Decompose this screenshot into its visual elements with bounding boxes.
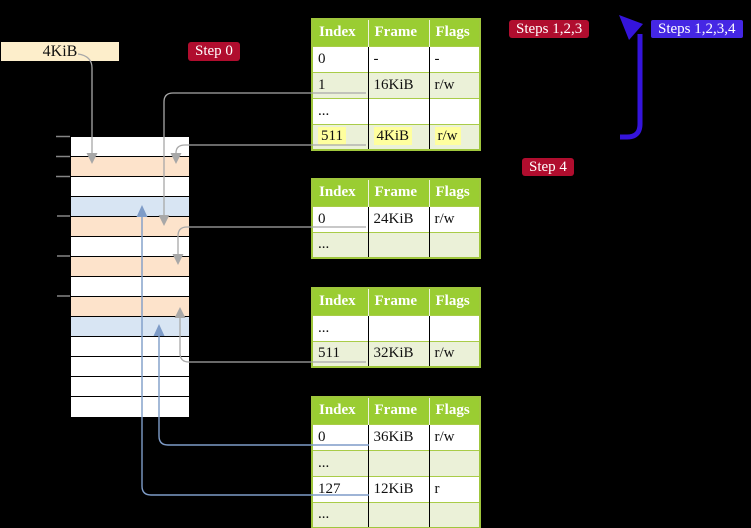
- memory-frame-peach: [71, 157, 189, 177]
- table-row-ellipsis: ...: [312, 501, 480, 528]
- table-header-row: Index Frame Flags: [312, 179, 480, 206]
- table-row: 511 32KiB r/w: [312, 340, 480, 367]
- table-row: 1 16KiB r/w: [312, 71, 480, 98]
- column-header-index: Index: [312, 288, 368, 315]
- steps123-badge: Steps 1,2,3: [509, 20, 590, 38]
- cell-index: ...: [312, 97, 369, 124]
- cell-flags: [428, 449, 480, 476]
- column-header-index: Index: [312, 179, 368, 206]
- cell-frame: -: [367, 45, 430, 72]
- column-header-frame: Frame: [367, 19, 429, 46]
- tick-marks: [56, 135, 70, 297]
- cell-flags: -: [428, 45, 480, 72]
- cell-frame: [367, 314, 430, 341]
- column-header-flags: Flags: [428, 179, 480, 206]
- column-header-index: Index: [312, 397, 368, 424]
- column-header-flags: Flags: [428, 19, 480, 46]
- physical-memory-stack: [70, 136, 190, 417]
- memory-frame-white: [71, 137, 189, 157]
- cell-frame: [367, 97, 430, 124]
- table-row: 127 12KiB r: [312, 475, 480, 502]
- memory-frame-blue: [71, 197, 189, 217]
- cell-flags: r/w: [428, 205, 480, 232]
- cell-index: 0: [312, 205, 369, 232]
- table-row: 0 36KiB r/w: [312, 423, 480, 450]
- cell-flags: [428, 314, 480, 341]
- column-header-index: Index: [312, 19, 368, 46]
- step0-badge: Step 0: [188, 42, 240, 61]
- cell-frame: 36KiB: [367, 423, 430, 450]
- cell-frame: 12KiB: [367, 475, 430, 502]
- cell-index: 127: [312, 475, 369, 502]
- cell-index: ...: [312, 231, 369, 258]
- table-header-row: Index Frame Flags: [312, 19, 480, 46]
- memory-frame-white: [71, 337, 189, 357]
- cell-flags: [428, 501, 480, 528]
- memory-frame-peach: [71, 217, 189, 237]
- column-header-frame: Frame: [367, 397, 429, 424]
- cell-index: ...: [312, 501, 369, 528]
- cell-flags: r/w: [428, 423, 480, 450]
- cell-index: ...: [312, 449, 369, 476]
- column-header-frame: Frame: [367, 179, 429, 206]
- column-header-flags: Flags: [428, 288, 480, 315]
- table-header-row: Index Frame Flags: [312, 288, 480, 315]
- page-table-mid-2: Index Frame Flags ... 511 32KiB r/w: [311, 287, 481, 368]
- table-row-ellipsis: ...: [312, 314, 480, 341]
- cell-frame: 4KiB: [367, 123, 430, 150]
- cell-flags: r: [428, 475, 480, 502]
- memory-frame-white: [71, 237, 189, 257]
- page-table-root: Index Frame Flags 0 - - 1 16KiB r/w ... …: [311, 18, 481, 151]
- cell-flags: r/w: [428, 123, 480, 150]
- cell-flags: [428, 97, 480, 124]
- table-row-ellipsis: ...: [312, 449, 480, 476]
- cell-index: 511: [312, 123, 369, 150]
- memory-frame-peach: [71, 257, 189, 277]
- cell-index: 511: [312, 340, 369, 367]
- cell-index: 1: [312, 71, 369, 98]
- steps1234-badge: Steps 1,2,3,4: [651, 20, 743, 38]
- memory-frame-peach: [71, 297, 189, 317]
- cell-frame: [367, 501, 430, 528]
- cell-frame: 24KiB: [367, 205, 430, 232]
- cell-frame: 16KiB: [367, 71, 430, 98]
- cell-index: 0: [312, 423, 369, 450]
- table-row: 0 - -: [312, 45, 480, 72]
- memory-frame-white: [71, 357, 189, 377]
- cell-index: 0: [312, 45, 369, 72]
- loopback-arrow-shaft: [620, 34, 643, 140]
- table-row-ellipsis: ...: [312, 97, 480, 124]
- table-row-ellipsis: ...: [312, 231, 480, 258]
- memory-frame-white: [71, 377, 189, 397]
- memory-frame-white: [71, 397, 189, 417]
- cell-flags: r/w: [428, 340, 480, 367]
- loopback-arrowhead-icon: [619, 15, 643, 40]
- column-header-frame: Frame: [367, 288, 429, 315]
- memory-frame-blue: [71, 317, 189, 337]
- page-table-mid-1: Index Frame Flags 0 24KiB r/w ...: [311, 178, 481, 259]
- table-row: 0 24KiB r/w: [312, 205, 480, 232]
- cell-frame: [367, 231, 430, 258]
- column-header-flags: Flags: [428, 397, 480, 424]
- cell-index: ...: [312, 314, 369, 341]
- cell-flags: r/w: [428, 71, 480, 98]
- cell-frame: 32KiB: [367, 340, 430, 367]
- memory-frame-white: [71, 277, 189, 297]
- cell-frame: [367, 449, 430, 476]
- table-row-highlighted: 511 4KiB r/w: [312, 123, 480, 150]
- memory-frame-white: [71, 177, 189, 197]
- page-table-leaf: Index Frame Flags 0 36KiB r/w ... 127 12…: [311, 396, 481, 528]
- table-header-row: Index Frame Flags: [312, 397, 480, 424]
- cell-flags: [428, 231, 480, 258]
- page-size-label: 4KiB: [1, 42, 119, 61]
- step4-badge: Step 4: [522, 158, 574, 176]
